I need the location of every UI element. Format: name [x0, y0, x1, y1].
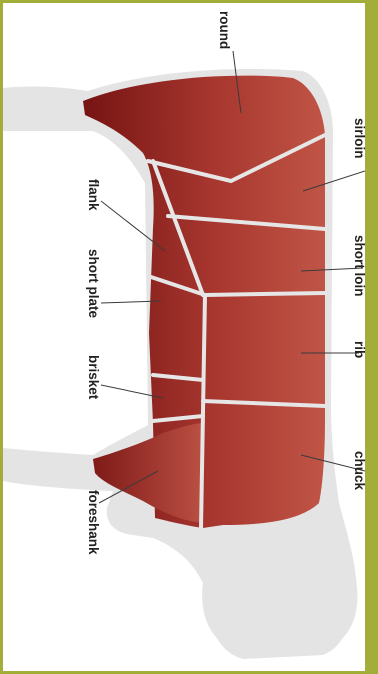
label-chuck: chuck [352, 451, 365, 491]
label-rib: rib [352, 341, 365, 358]
beef-cuts-diagram: round sirloin short loin rib chuck flank… [3, 3, 365, 671]
label-sirloin: sirloin [352, 118, 365, 159]
label-short-loin: short loin [352, 235, 365, 297]
label-round: round [217, 11, 232, 49]
label-short-plate: short plate [86, 249, 101, 319]
label-flank: flank [86, 179, 101, 211]
label-foreshank: foreshank [86, 490, 101, 555]
seam-shortloin-rib [205, 293, 325, 295]
label-brisket: brisket [86, 355, 101, 400]
